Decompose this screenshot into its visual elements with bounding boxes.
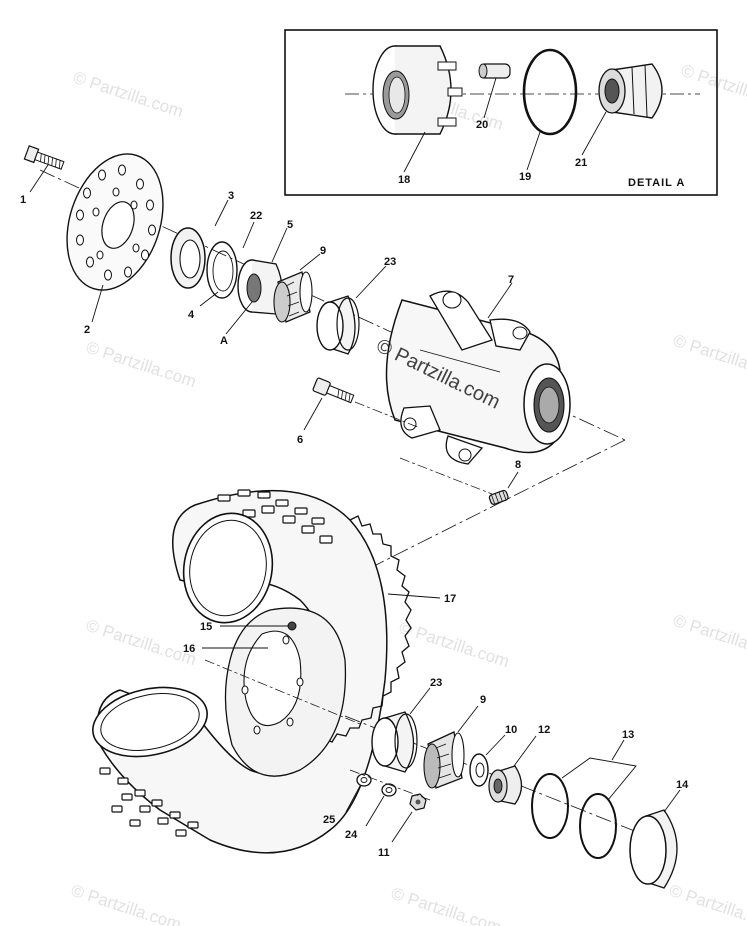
part-14-hub-cap <box>629 809 678 889</box>
part-18-slotted-sleeve <box>372 45 463 135</box>
callout-8: 8 <box>515 459 521 471</box>
part-11-nut <box>409 793 427 811</box>
part-25-washer <box>356 773 372 787</box>
part-3-seal <box>170 227 206 289</box>
callout-11: 11 <box>378 847 390 859</box>
callout-22: 22 <box>250 210 262 222</box>
callout-19: 19 <box>519 171 531 183</box>
callout-25: 25 <box>323 814 335 826</box>
part-8-grease-fitting <box>488 489 509 505</box>
detail-a-box: 18 20 19 21 DETAIL A <box>284 29 718 196</box>
callout-a: A <box>220 335 228 347</box>
callout-15: 15 <box>200 621 212 633</box>
watermark-text: © Partzilla.com <box>667 881 747 926</box>
callout-20: 20 <box>476 119 488 131</box>
callout-17: 17 <box>444 593 456 605</box>
callout-1: 1 <box>20 194 26 206</box>
callout-7: 7 <box>508 274 514 286</box>
watermark-text: © Partzilla.com <box>84 616 199 669</box>
callout-4: 4 <box>188 309 195 321</box>
callout-14: 14 <box>676 779 689 791</box>
part-12-castle-nut <box>488 765 523 805</box>
watermark-text: © Partzilla.com <box>671 331 747 384</box>
part-20-pin <box>478 63 511 79</box>
callout-10: 10 <box>505 724 517 736</box>
watermark-text: © Partzilla.com <box>679 61 747 114</box>
part-15-valve-stem <box>287 621 297 631</box>
part-1-bolt <box>23 145 65 170</box>
callout-16: 16 <box>183 643 195 655</box>
watermark-text: © Partzilla.com <box>671 611 747 664</box>
part-22-lock-washer <box>206 241 238 299</box>
watermark-text: © Partzilla.com <box>84 338 199 391</box>
part-23-bearing-cup <box>316 295 360 355</box>
watermark-text: © Partzilla.com <box>397 618 512 671</box>
part-24-washer <box>381 783 397 797</box>
watermark-text: © Partzilla.com <box>71 68 186 121</box>
callout-18: 18 <box>398 174 410 186</box>
part-9-bearing-cone-lower <box>423 731 465 789</box>
part-23-bearing-cup-lower <box>371 711 418 773</box>
callout-3: 3 <box>228 190 234 202</box>
callout-21: 21 <box>575 157 587 169</box>
callout-2: 2 <box>84 324 90 336</box>
watermark-text: © Partzilla.com <box>389 884 504 926</box>
callout-23-lower: 23 <box>430 677 442 689</box>
part-2-brake-disc <box>66 153 164 291</box>
callout-6: 6 <box>297 434 303 446</box>
part-7-wheel-hub <box>385 290 571 465</box>
part-9-bearing-cone <box>273 271 313 323</box>
callout-9-lower: 9 <box>480 694 486 706</box>
callout-23: 23 <box>384 256 396 268</box>
watermark-text: © Partzilla.com <box>69 881 184 926</box>
part-13-rings <box>531 773 617 859</box>
callout-13: 13 <box>622 729 634 741</box>
part-17-wheel-and-tire <box>92 489 412 854</box>
callout-5: 5 <box>287 219 293 231</box>
detail-a-label: DETAIL A <box>628 177 685 189</box>
part-19-o-ring <box>522 48 578 136</box>
callout-24: 24 <box>345 829 358 841</box>
callout-12: 12 <box>538 724 550 736</box>
part-10-washer <box>469 753 489 787</box>
part-6-hub-bolt <box>312 377 355 404</box>
callout-9: 9 <box>320 245 326 257</box>
part-21-castle-nut <box>598 63 663 119</box>
